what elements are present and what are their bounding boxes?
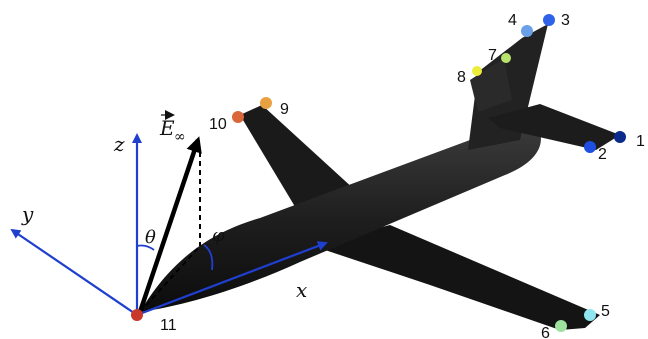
marker-8 xyxy=(472,66,482,76)
marker-label-1: 1 xyxy=(636,133,645,150)
marker-label-2: 2 xyxy=(598,146,607,163)
aircraft-body xyxy=(140,24,620,330)
field-symbol: E xyxy=(159,116,175,140)
marker-4 xyxy=(521,25,533,37)
marker-9 xyxy=(260,97,272,109)
field-vector xyxy=(137,136,202,313)
fuselage xyxy=(140,128,541,312)
horizontal-stabilizer xyxy=(488,104,620,150)
right-wing xyxy=(310,225,600,330)
phi-arc xyxy=(203,244,214,271)
left-wing xyxy=(240,105,355,215)
marker-label-5: 5 xyxy=(601,303,610,320)
tail-fin-small xyxy=(470,58,512,112)
marker-11 xyxy=(131,309,143,321)
marker-1 xyxy=(614,131,626,143)
marker-label-11: 11 xyxy=(160,317,177,334)
field-subscript: ∞ xyxy=(174,129,186,145)
field-projection-horizontal xyxy=(139,245,201,313)
coordinate-axes xyxy=(10,133,328,317)
phi-label: φ xyxy=(212,225,225,246)
x-axis-label: x xyxy=(296,278,307,302)
marker-6 xyxy=(555,320,567,332)
field-label: E ∞ xyxy=(159,110,186,145)
marker-10 xyxy=(232,111,244,123)
marker-label-8: 8 xyxy=(457,69,466,86)
marker-label-3: 3 xyxy=(561,12,570,29)
marker-label-4: 4 xyxy=(508,12,517,29)
marker-labels: 1 2 3 4 5 6 7 8 9 10 11 xyxy=(160,12,645,339)
marker-3 xyxy=(543,14,555,26)
y-axis-label: y xyxy=(21,202,34,226)
y-axis xyxy=(10,228,138,316)
marker-7 xyxy=(501,53,511,63)
marker-points xyxy=(131,14,626,332)
field-vector-group xyxy=(136,136,214,313)
theta-arc xyxy=(136,244,155,251)
theta-label: θ xyxy=(145,227,156,248)
marker-5 xyxy=(584,309,596,321)
marker-label-7: 7 xyxy=(488,47,497,64)
marker-label-9: 9 xyxy=(280,101,289,118)
marker-2 xyxy=(584,141,596,153)
x-axis xyxy=(136,241,328,317)
z-axis-label: z xyxy=(113,132,125,156)
marker-label-6: 6 xyxy=(541,325,550,339)
marker-label-10: 10 xyxy=(209,116,227,133)
